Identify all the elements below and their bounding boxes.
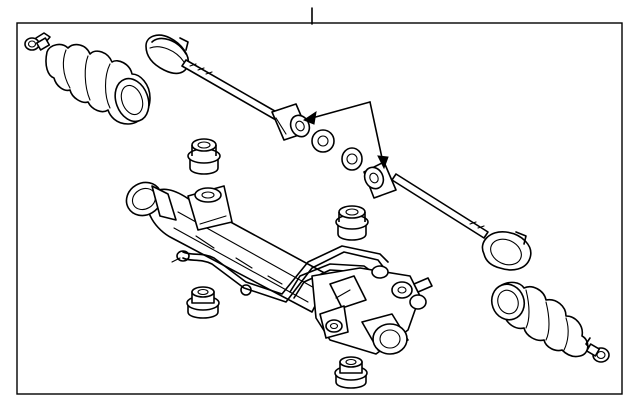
boot-right (490, 281, 589, 358)
steering-rack-housing (125, 181, 331, 313)
bushing-top-left (187, 138, 221, 175)
tie-rod-end-right (363, 161, 397, 199)
bushing-bottom-left (186, 286, 220, 319)
washer-left (311, 129, 335, 153)
diagram-frame (16, 22, 623, 395)
bushing-top-right (335, 205, 369, 241)
clamp-right (585, 337, 610, 363)
tie-rod-end-left (271, 103, 311, 141)
tie-rod-left (181, 59, 281, 121)
clamp-left (24, 32, 51, 51)
tie-rod-right (391, 173, 489, 239)
control-valve (311, 265, 433, 355)
boot-band-right (481, 231, 532, 271)
boot-left (45, 43, 151, 125)
washer-right (341, 147, 363, 171)
pointer-arrows (302, 101, 389, 170)
boot-band-left (145, 34, 190, 75)
bushing-bottom-right (334, 356, 368, 389)
